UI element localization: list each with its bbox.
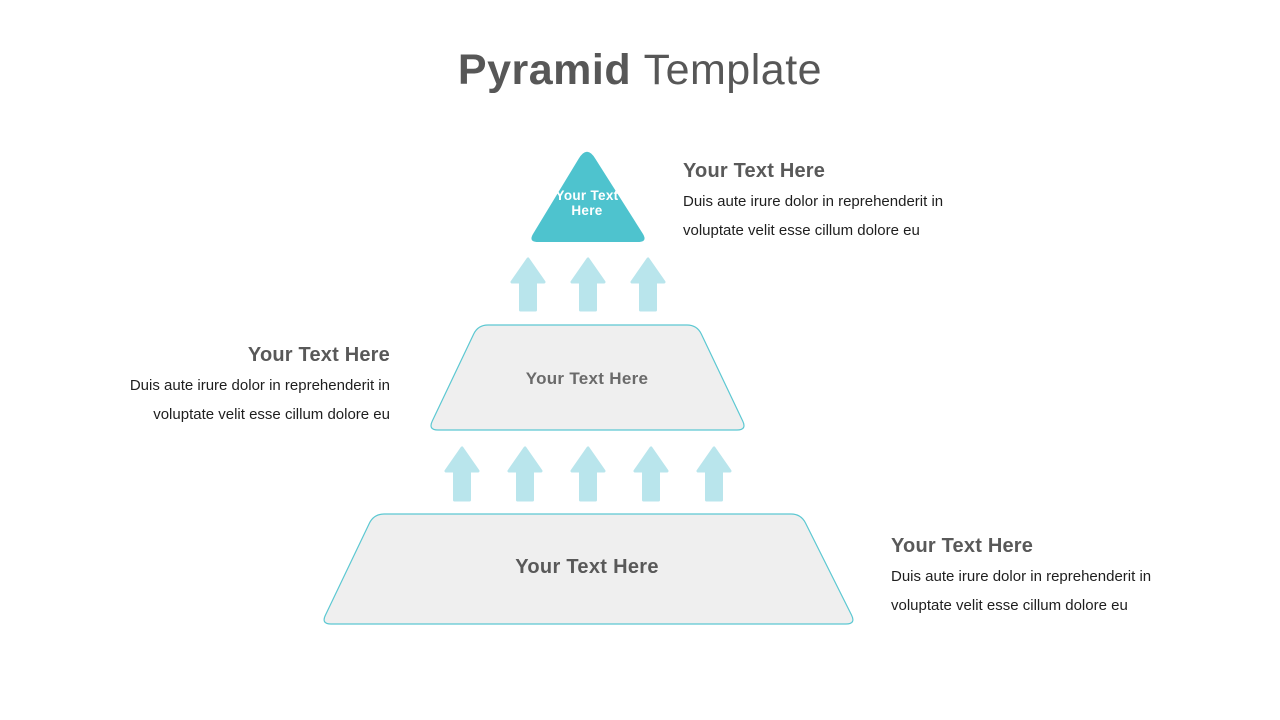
annotation-body: Duis aute irure dolor in reprehenderit i… [683, 193, 944, 239]
page-title-bold: Pyramid [457, 46, 632, 94]
annotation-heading: Your Text Here [891, 535, 1034, 557]
annotation-heading: Your Text Here [247, 344, 390, 366]
arrow-row-upper [510, 257, 666, 312]
pyramid-bottom-label: Your Text Here [515, 556, 659, 578]
page-title: Pyramid Template [0, 44, 1280, 96]
up-arrow-icon [696, 446, 732, 502]
pyramid-top-triangle [531, 151, 645, 242]
up-arrow-icon [510, 257, 546, 312]
annotation-body: Duis aute irure dolor in reprehenderit i… [129, 377, 390, 423]
up-arrow-icon [633, 446, 669, 502]
pyramid-middle-trapezoid [430, 324, 745, 431]
pyramid-bottom-trapezoid [323, 513, 854, 625]
up-arrow-icon [444, 446, 480, 502]
up-arrow-icon [570, 446, 606, 502]
pyramid-top-label: Your Text Here [555, 188, 619, 218]
up-arrow-icon [570, 257, 606, 312]
arrow-row-lower [444, 446, 732, 502]
annotation-heading: Your Text Here [683, 160, 826, 182]
pyramid-middle-label: Your Text Here [525, 369, 649, 388]
up-arrow-icon [630, 257, 666, 312]
page-title-light: Template [643, 46, 823, 94]
annotation-top-right: Your Text Here Duis aute irure dolor in … [683, 160, 1013, 245]
annotation-body: Duis aute irure dolor in reprehenderit i… [891, 568, 1152, 614]
annotation-bottom-right: Your Text Here Duis aute irure dolor in … [891, 535, 1221, 620]
annotation-middle-left: Your Text Here Duis aute irure dolor in … [60, 344, 390, 429]
up-arrow-icon [507, 446, 543, 502]
